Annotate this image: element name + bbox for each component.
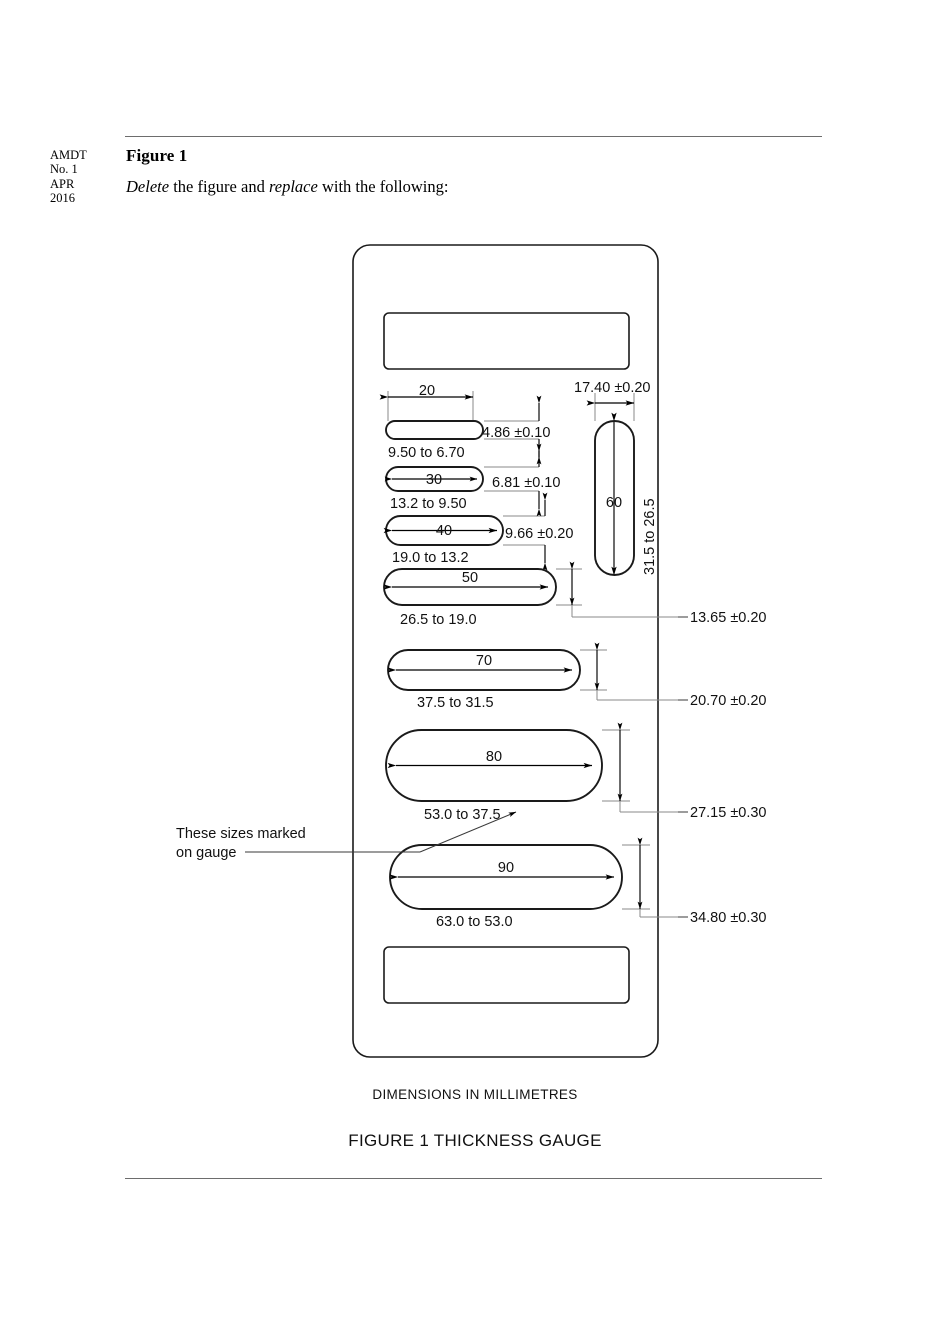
footer-rule <box>125 1178 822 1179</box>
instruction-mid: the figure and <box>169 177 269 196</box>
slot-size-90: 90 <box>498 860 514 876</box>
slot-range-20: 9.50 to 6.70 <box>388 445 465 461</box>
vertical-slot-length: 60 <box>606 495 622 511</box>
bottom-blank-window <box>383 946 630 1004</box>
slot-thickness-20: 4.86 ±0.10 <box>482 425 550 441</box>
thickness-gauge-drawing: 20 30 40 50 70 80 90 9.50 to 6.70 13.2 t… <box>0 225 950 1105</box>
slot-range-50: 26.5 to 19.0 <box>400 612 477 628</box>
slot-80 <box>385 729 603 802</box>
note-leader-line2: on gauge <box>176 845 236 861</box>
dimension-arrows <box>379 394 643 910</box>
slot-thickness-80: 27.15 ±0.30 <box>690 805 767 821</box>
slot-size-30: 30 <box>426 472 442 488</box>
slot-thickness-50: 13.65 ±0.20 <box>690 610 767 626</box>
slot-thickness-40: 9.66 ±0.20 <box>505 526 573 542</box>
amendment-block: AMDT No. 1 APR 2016 <box>50 148 87 206</box>
slot-range-30: 13.2 to 9.50 <box>390 496 467 512</box>
slot-60-vertical <box>594 420 635 576</box>
slot-size-arrows <box>383 476 615 880</box>
slot-size-40: 40 <box>436 523 452 539</box>
slot-20 <box>385 420 484 440</box>
slot-size-20: 20 <box>419 383 435 399</box>
figure-instruction: Delete the figure and replace with the f… <box>126 177 448 197</box>
caption-units: DIMENSIONS IN MILLIMETRES <box>372 1087 578 1102</box>
vertical-slot-width: 17.40 ±0.20 <box>574 380 651 396</box>
top-blank-window <box>383 312 630 370</box>
instruction-replace-word: replace <box>268 177 318 196</box>
note-leader-line <box>245 811 517 853</box>
instruction-delete-word: Delete <box>126 177 170 196</box>
slot-range-90: 63.0 to 53.0 <box>436 914 513 930</box>
figure-heading: Figure 1 <box>126 146 188 165</box>
caption-title: FIGURE 1 THICKNESS GAUGE <box>348 1131 602 1150</box>
note-leader-line1: These sizes marked <box>176 826 306 842</box>
slot-shapes <box>383 420 635 910</box>
vertical-slot-range: 31.5 to 26.5 <box>642 498 658 575</box>
header-rule <box>125 136 822 137</box>
instruction-tail: with the following: <box>317 177 449 196</box>
slot-range-70: 37.5 to 31.5 <box>417 695 494 711</box>
slot-size-70: 70 <box>476 653 492 669</box>
slot-thickness-30: 6.81 ±0.10 <box>492 475 560 491</box>
slot-range-40: 19.0 to 13.2 <box>392 550 469 566</box>
slot-size-50: 50 <box>462 570 478 586</box>
gauge-body-outline <box>352 244 659 1058</box>
slot-range-80: 53.0 to 37.5 <box>424 807 501 823</box>
slot-thickness-70: 20.70 ±0.20 <box>690 693 767 709</box>
slot-thickness-90: 34.80 ±0.30 <box>690 910 767 926</box>
right-leader-lines <box>678 616 688 918</box>
slot-size-80: 80 <box>486 749 502 765</box>
